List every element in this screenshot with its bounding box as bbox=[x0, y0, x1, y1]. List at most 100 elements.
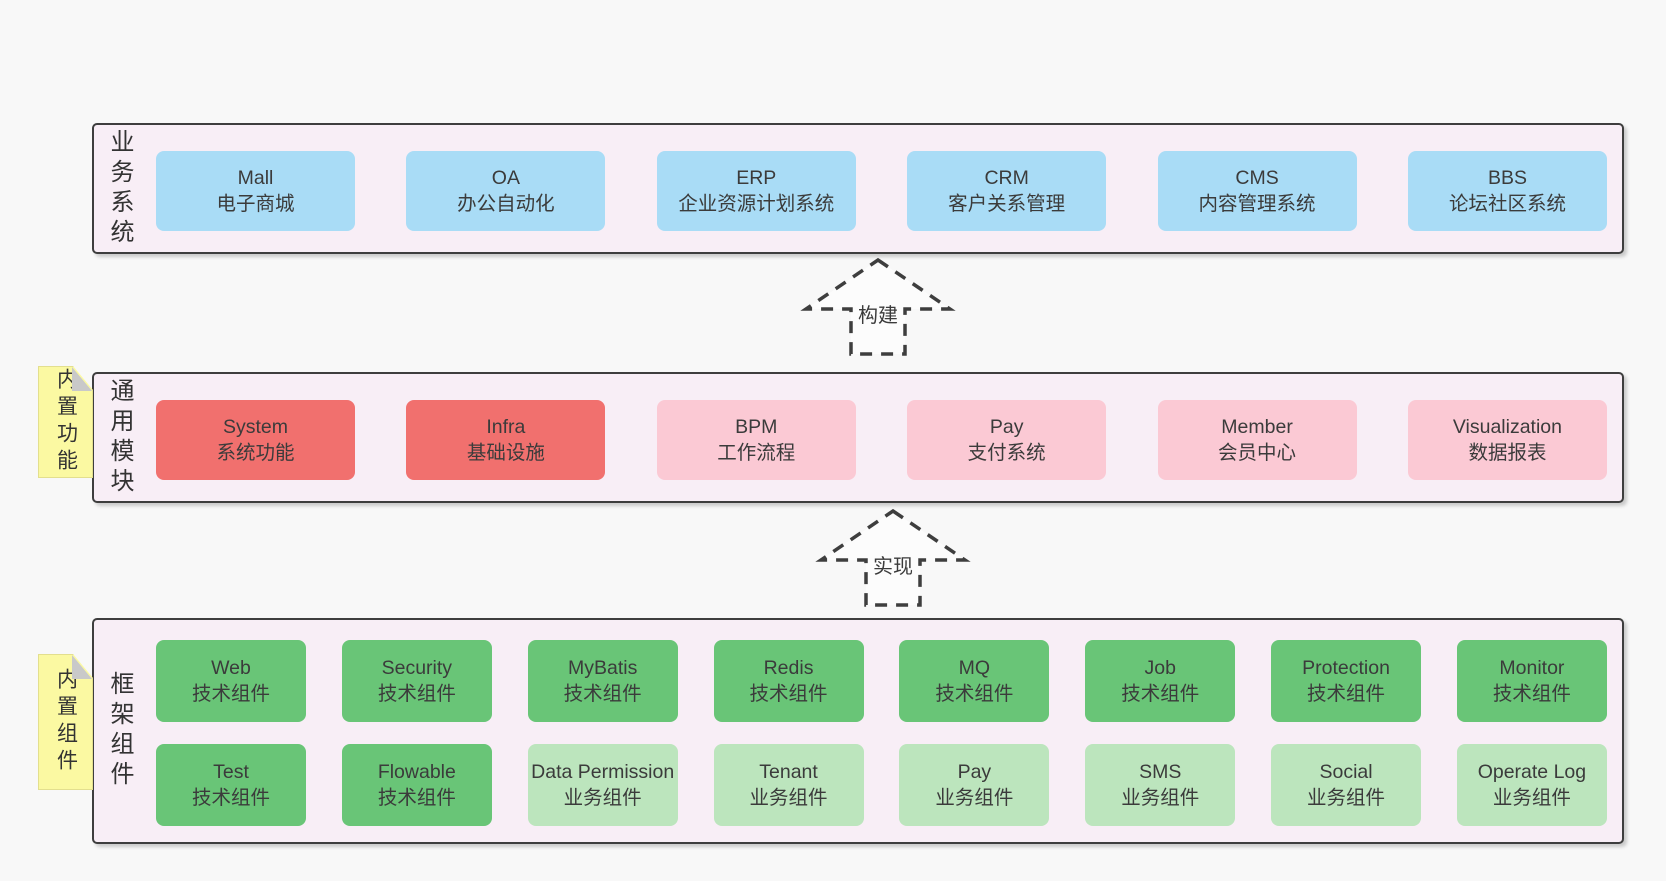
box-title-en: Pay bbox=[957, 761, 992, 783]
diagram-box-test: Test 技术组件 bbox=[156, 744, 306, 826]
folded-corner-icon bbox=[72, 367, 92, 391]
box-title-en: Visualization bbox=[1452, 416, 1563, 438]
diagram-box-security: Security 技术组件 bbox=[341, 640, 492, 722]
sticky-note-builtin-features: 内置功能 bbox=[38, 366, 93, 478]
box-title-en: CRM bbox=[984, 167, 1029, 189]
diagram-box-erp: ERP 企业资源计划系统 bbox=[656, 151, 856, 231]
diagram-box-mall: Mall 电子商城 bbox=[156, 151, 355, 231]
build-arrow-label: 构建 bbox=[856, 299, 900, 328]
diagram-box-bbs: BBS 论坛社区系统 bbox=[1407, 151, 1607, 231]
diagram-box-infra: Infra 基础设施 bbox=[406, 400, 606, 480]
box-title-en: Security bbox=[381, 657, 453, 679]
box-title-en: Tenant bbox=[759, 761, 818, 783]
box-title-en: Monitor bbox=[1499, 657, 1565, 679]
layer-label-framework-components: 框架组件 bbox=[106, 671, 133, 791]
box-subtitle-zh: 工作流程 bbox=[717, 442, 796, 464]
folded-corner-icon bbox=[72, 655, 92, 679]
sticky-note-text: 内置组件 bbox=[54, 668, 78, 776]
box-title-en: Member bbox=[1221, 416, 1293, 438]
diagram-box-crm: CRM 客户关系管理 bbox=[907, 151, 1107, 231]
diagram-box-web: Web 技术组件 bbox=[156, 640, 306, 722]
diagram-box-sms: SMS 业务组件 bbox=[1085, 744, 1236, 826]
diagram-box-pay: Pay 支付系统 bbox=[907, 400, 1107, 480]
box-title-en: ERP bbox=[736, 167, 777, 189]
box-subtitle-zh: 业务组件 bbox=[935, 787, 1014, 809]
box-title-en: Mall bbox=[237, 167, 274, 189]
box-title-en: Web bbox=[211, 657, 251, 679]
box-subtitle-zh: 业务组件 bbox=[1492, 787, 1571, 809]
diagram-box-system: System 系统功能 bbox=[156, 400, 355, 480]
build-arrow: 构建 bbox=[800, 257, 956, 357]
diagram-box-job: Job 技术组件 bbox=[1085, 640, 1236, 722]
box-title-en: Infra bbox=[486, 416, 526, 438]
box-subtitle-zh: 技术组件 bbox=[1307, 683, 1386, 705]
sticky-note-builtin-components: 内置组件 bbox=[38, 654, 93, 790]
sticky-note-text: 内置功能 bbox=[54, 368, 78, 476]
box-title-en: Redis bbox=[763, 657, 814, 679]
box-subtitle-zh: 办公自动化 bbox=[457, 193, 555, 215]
diagram-box-member: Member 会员中心 bbox=[1157, 400, 1357, 480]
box-title-en: Pay bbox=[989, 416, 1024, 438]
box-subtitle-zh: 技术组件 bbox=[749, 683, 828, 705]
implement-arrow: 实现 bbox=[815, 508, 971, 608]
box-subtitle-zh: 技术组件 bbox=[1492, 683, 1571, 705]
box-subtitle-zh: 企业资源计划系统 bbox=[678, 193, 835, 215]
implement-arrow-label: 实现 bbox=[871, 550, 915, 579]
diagram-box-mybatis: MyBatis 技术组件 bbox=[527, 640, 678, 722]
box-title-en: Data Permission bbox=[531, 761, 675, 783]
box-title-en: Job bbox=[1144, 657, 1176, 679]
layer-business-systems: 业务系统 Mall 电子商城 OA 办公自动化 ERP 企业资源计划系统 CRM 客户关系管理… bbox=[92, 123, 1624, 254]
box-title-en: MyBatis bbox=[568, 657, 638, 679]
box-title-en: MQ bbox=[958, 657, 991, 679]
diagram-box-monitor: Monitor 技术组件 bbox=[1456, 640, 1607, 722]
box-title-en: Social bbox=[1319, 761, 1373, 783]
box-subtitle-zh: 技术组件 bbox=[1121, 683, 1200, 705]
box-subtitle-zh: 业务组件 bbox=[749, 787, 828, 809]
layer-label-business-systems: 业务系统 bbox=[106, 128, 133, 249]
box-title-en: SMS bbox=[1139, 761, 1182, 783]
box-subtitle-zh: 会员中心 bbox=[1218, 442, 1297, 464]
box-title-en: OA bbox=[491, 167, 520, 189]
box-subtitle-zh: 技术组件 bbox=[377, 683, 456, 705]
box-subtitle-zh: 电子商城 bbox=[216, 193, 295, 215]
diagram-box-mq: MQ 技术组件 bbox=[899, 640, 1050, 722]
box-subtitle-zh: 支付系统 bbox=[967, 442, 1046, 464]
box-subtitle-zh: 技术组件 bbox=[191, 683, 270, 705]
box-subtitle-zh: 客户关系管理 bbox=[948, 193, 1066, 215]
box-subtitle-zh: 论坛社区系统 bbox=[1448, 193, 1566, 215]
box-subtitle-zh: 技术组件 bbox=[191, 787, 270, 809]
box-title-en: Flowable bbox=[377, 761, 456, 783]
box-subtitle-zh: 系统功能 bbox=[216, 442, 295, 464]
layer-label-common-modules: 通用模块 bbox=[106, 377, 133, 498]
diagram-box-oa: OA 办公自动化 bbox=[406, 151, 606, 231]
box-title-en: Operate Log bbox=[1477, 761, 1587, 783]
box-title-en: Test bbox=[213, 761, 249, 783]
diagram-box-visualization: Visualization 数据报表 bbox=[1407, 400, 1607, 480]
box-subtitle-zh: 技术组件 bbox=[377, 787, 456, 809]
box-subtitle-zh: 技术组件 bbox=[935, 683, 1014, 705]
diagram-box-social: Social 业务组件 bbox=[1271, 744, 1422, 826]
diagram-box-protection: Protection 技术组件 bbox=[1271, 640, 1422, 722]
box-subtitle-zh: 业务组件 bbox=[1307, 787, 1386, 809]
box-title-en: CMS bbox=[1235, 167, 1279, 189]
diagram-box-pay: Pay 业务组件 bbox=[899, 744, 1050, 826]
box-title-en: BBS bbox=[1487, 167, 1527, 189]
box-subtitle-zh: 数据报表 bbox=[1468, 442, 1547, 464]
box-title-en: System bbox=[222, 416, 288, 438]
box-title-en: Protection bbox=[1302, 657, 1390, 679]
diagram-box-redis: Redis 技术组件 bbox=[713, 640, 864, 722]
box-subtitle-zh: 业务组件 bbox=[1121, 787, 1200, 809]
box-subtitle-zh: 技术组件 bbox=[563, 683, 642, 705]
box-subtitle-zh: 基础设施 bbox=[466, 442, 545, 464]
diagram-box-operate-log: Operate Log 业务组件 bbox=[1456, 744, 1607, 826]
diagram-box-flowable: Flowable 技术组件 bbox=[341, 744, 492, 826]
